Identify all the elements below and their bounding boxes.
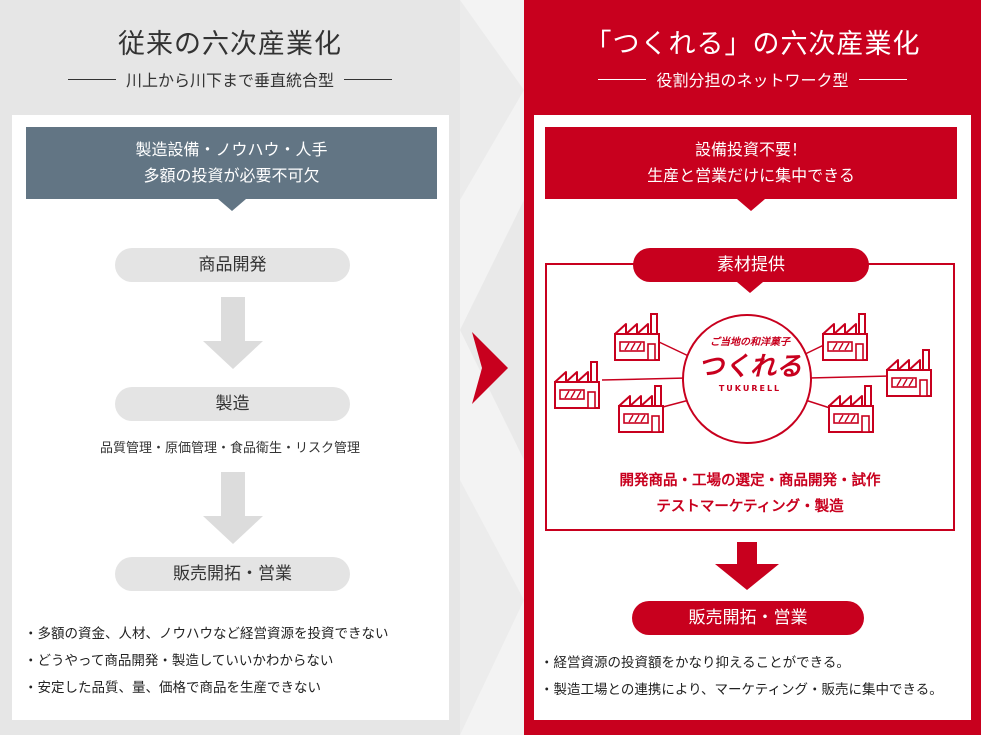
tsukureru-banner-line2: 生産と営業だけに集中できる (647, 166, 855, 185)
tsukureru-logo: ご当地の和洋菓子 つくれる TUKURELL (683, 336, 817, 394)
arrow-down-icon (203, 297, 263, 369)
manufacturing-note: 品質管理・原価管理・食品衛生・リスク管理 (99, 441, 360, 456)
step-sales: 販売開拓・営業 (115, 557, 350, 591)
tsukureru-title: 「つくれる」の六次産業化 (584, 29, 921, 60)
conventional-subtitle: 川上から川下まで垂直統合型 (0, 67, 460, 91)
list-item: ・多額の資金、人材、ノウハウなど経営資源を投資できない (24, 626, 389, 642)
list-item: ・どうやって商品開発・製造していいかわからない (24, 653, 334, 669)
arrow-down-icon (715, 542, 779, 590)
network-note-line1: 開発商品・工場の選定・商品開発・試作 (619, 473, 881, 489)
list-item: ・経営資源の投資額をかなり抑えることができる。 (540, 655, 850, 671)
list-item: ・製造工場との連携により、マーケティング・販売に集中できる。 (540, 682, 943, 698)
arrow-down-icon (203, 472, 263, 544)
material-supply-notch (737, 282, 763, 293)
conventional-banner-line2: 多額の投資が必要不可欠 (143, 166, 320, 185)
tsukureru-banner-notch (737, 199, 765, 211)
factory-network-diagram (554, 313, 932, 444)
step-manufacturing: 製造 (115, 387, 350, 421)
logo-tagline: ご当地の和洋菓子 (710, 337, 790, 348)
logo-roman: TUKURELL (718, 384, 782, 393)
tsukureru-banner-line1: 設備投資不要！ (694, 140, 807, 159)
material-supply-label: 素材提供 (633, 248, 869, 282)
conventional-problems-list: ・多額の資金、人材、ノウハウなど経営資源を投資できない ・どうやって商品開発・製… (24, 621, 389, 702)
subtitle-rule-left (67, 78, 116, 80)
conventional-banner-line1: 製造設備・ノウハウ・人手 (135, 140, 328, 159)
logo-wordmark: つくれる (697, 352, 802, 382)
tsukureru-benefits-list: ・経営資源の投資額をかなり抑えることができる。 ・製造工場との連携により、マーケ… (540, 650, 943, 704)
tsukureru-subtitle-text: 役割分担のネットワーク型 (656, 71, 849, 90)
tsukureru-banner: 設備投資不要！ 生産と営業だけに集中できる (545, 127, 957, 199)
network-note-line2: テストマーケティング・製造 (656, 499, 844, 515)
list-item: ・安定した品質、量、価格で商品を生産できない (24, 680, 321, 696)
tsukureru-subtitle: 役割分担のネットワーク型 (524, 67, 981, 91)
step-product-development: 商品開発 (115, 248, 350, 282)
step-sales-tsukureru: 販売開拓・営業 (632, 601, 864, 635)
subtitle-rule-right (858, 78, 907, 80)
conventional-banner-notch (218, 199, 246, 211)
subtitle-rule-left (598, 78, 647, 80)
subtitle-rule-right (344, 78, 392, 80)
conventional-banner: 製造設備・ノウハウ・人手 多額の投資が必要不可欠 (26, 127, 437, 199)
conventional-subtitle-text: 川上から川下まで垂直統合型 (125, 71, 334, 90)
chevron-right-icon (472, 332, 508, 404)
conventional-title: 従来の六次産業化 (118, 29, 342, 60)
